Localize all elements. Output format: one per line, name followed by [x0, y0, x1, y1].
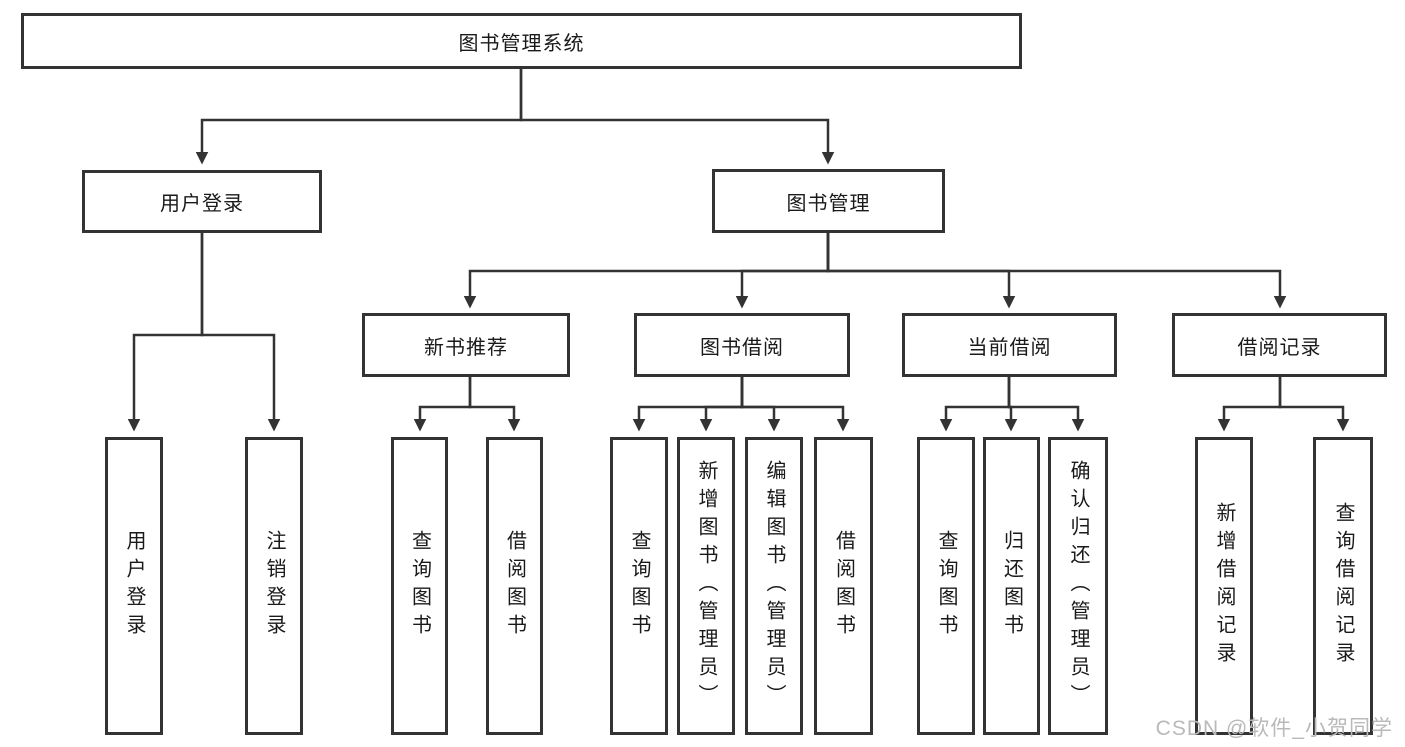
node-new-book-recommendation: 新书推荐	[362, 313, 570, 377]
csdn-watermark: CSDN @软件_小贺同学	[1155, 717, 1393, 740]
leaf-confirm-return-admin: 确认归还（管理员）	[1048, 437, 1108, 735]
node-borrowing-records-label: 借阅记录	[1237, 336, 1322, 359]
node-user-login-label: 用户登录	[160, 193, 244, 215]
node-book-borrowing-label: 图书借阅	[700, 336, 784, 359]
leaf-query-books-current-label: 查询图书	[935, 530, 957, 642]
leaf-logout-label: 注销登录	[263, 530, 285, 642]
node-user-login: 用户登录	[82, 170, 322, 233]
leaf-add-book-admin: 新增图书（管理员）	[677, 437, 735, 735]
leaf-edit-book-admin-label: 编辑图书（管理员）	[763, 460, 785, 712]
leaf-query-books-recommend-label: 查询图书	[408, 530, 431, 642]
leaf-query-borrow-record: 查询借阅记录	[1313, 437, 1373, 735]
node-book-management-label: 图书管理	[786, 192, 871, 215]
leaf-add-book-admin-label: 新增图书（管理员）	[695, 460, 717, 712]
leaf-edit-book-admin: 编辑图书（管理员）	[745, 437, 803, 735]
leaf-borrow-books-label: 借阅图书	[832, 530, 855, 642]
node-root-label: 图书管理系统	[458, 32, 585, 55]
node-new-book-recommendation-label: 新书推荐	[424, 336, 508, 359]
leaf-add-borrow-record: 新增借阅记录	[1195, 437, 1253, 735]
leaf-query-books-borrowing-label: 查询图书	[628, 530, 650, 642]
leaf-return-books: 归还图书	[983, 437, 1040, 735]
leaf-return-books-label: 归还图书	[1000, 530, 1023, 642]
node-borrowing-records: 借阅记录	[1172, 313, 1387, 377]
leaf-add-borrow-record-label: 新增借阅记录	[1213, 502, 1235, 670]
leaf-confirm-return-admin-label: 确认归还（管理员）	[1067, 460, 1089, 712]
node-book-management: 图书管理	[712, 169, 945, 233]
leaf-user-login-label: 用户登录	[123, 530, 145, 642]
leaf-query-books-current: 查询图书	[917, 437, 975, 735]
leaf-borrow-books: 借阅图书	[814, 437, 873, 735]
leaf-borrow-books-recommend-label: 借阅图书	[503, 530, 526, 642]
leaf-query-books-recommend: 查询图书	[391, 437, 448, 735]
leaf-user-login: 用户登录	[105, 437, 163, 735]
node-current-borrowing: 当前借阅	[902, 313, 1117, 377]
node-book-borrowing: 图书借阅	[634, 313, 850, 377]
leaf-logout: 注销登录	[245, 437, 303, 735]
leaf-query-borrow-record-label: 查询借阅记录	[1332, 502, 1354, 670]
leaf-borrow-books-recommend: 借阅图书	[486, 437, 543, 735]
node-root: 图书管理系统	[21, 13, 1022, 69]
leaf-query-books-borrowing: 查询图书	[610, 437, 668, 735]
node-current-borrowing-label: 当前借阅	[967, 336, 1052, 359]
